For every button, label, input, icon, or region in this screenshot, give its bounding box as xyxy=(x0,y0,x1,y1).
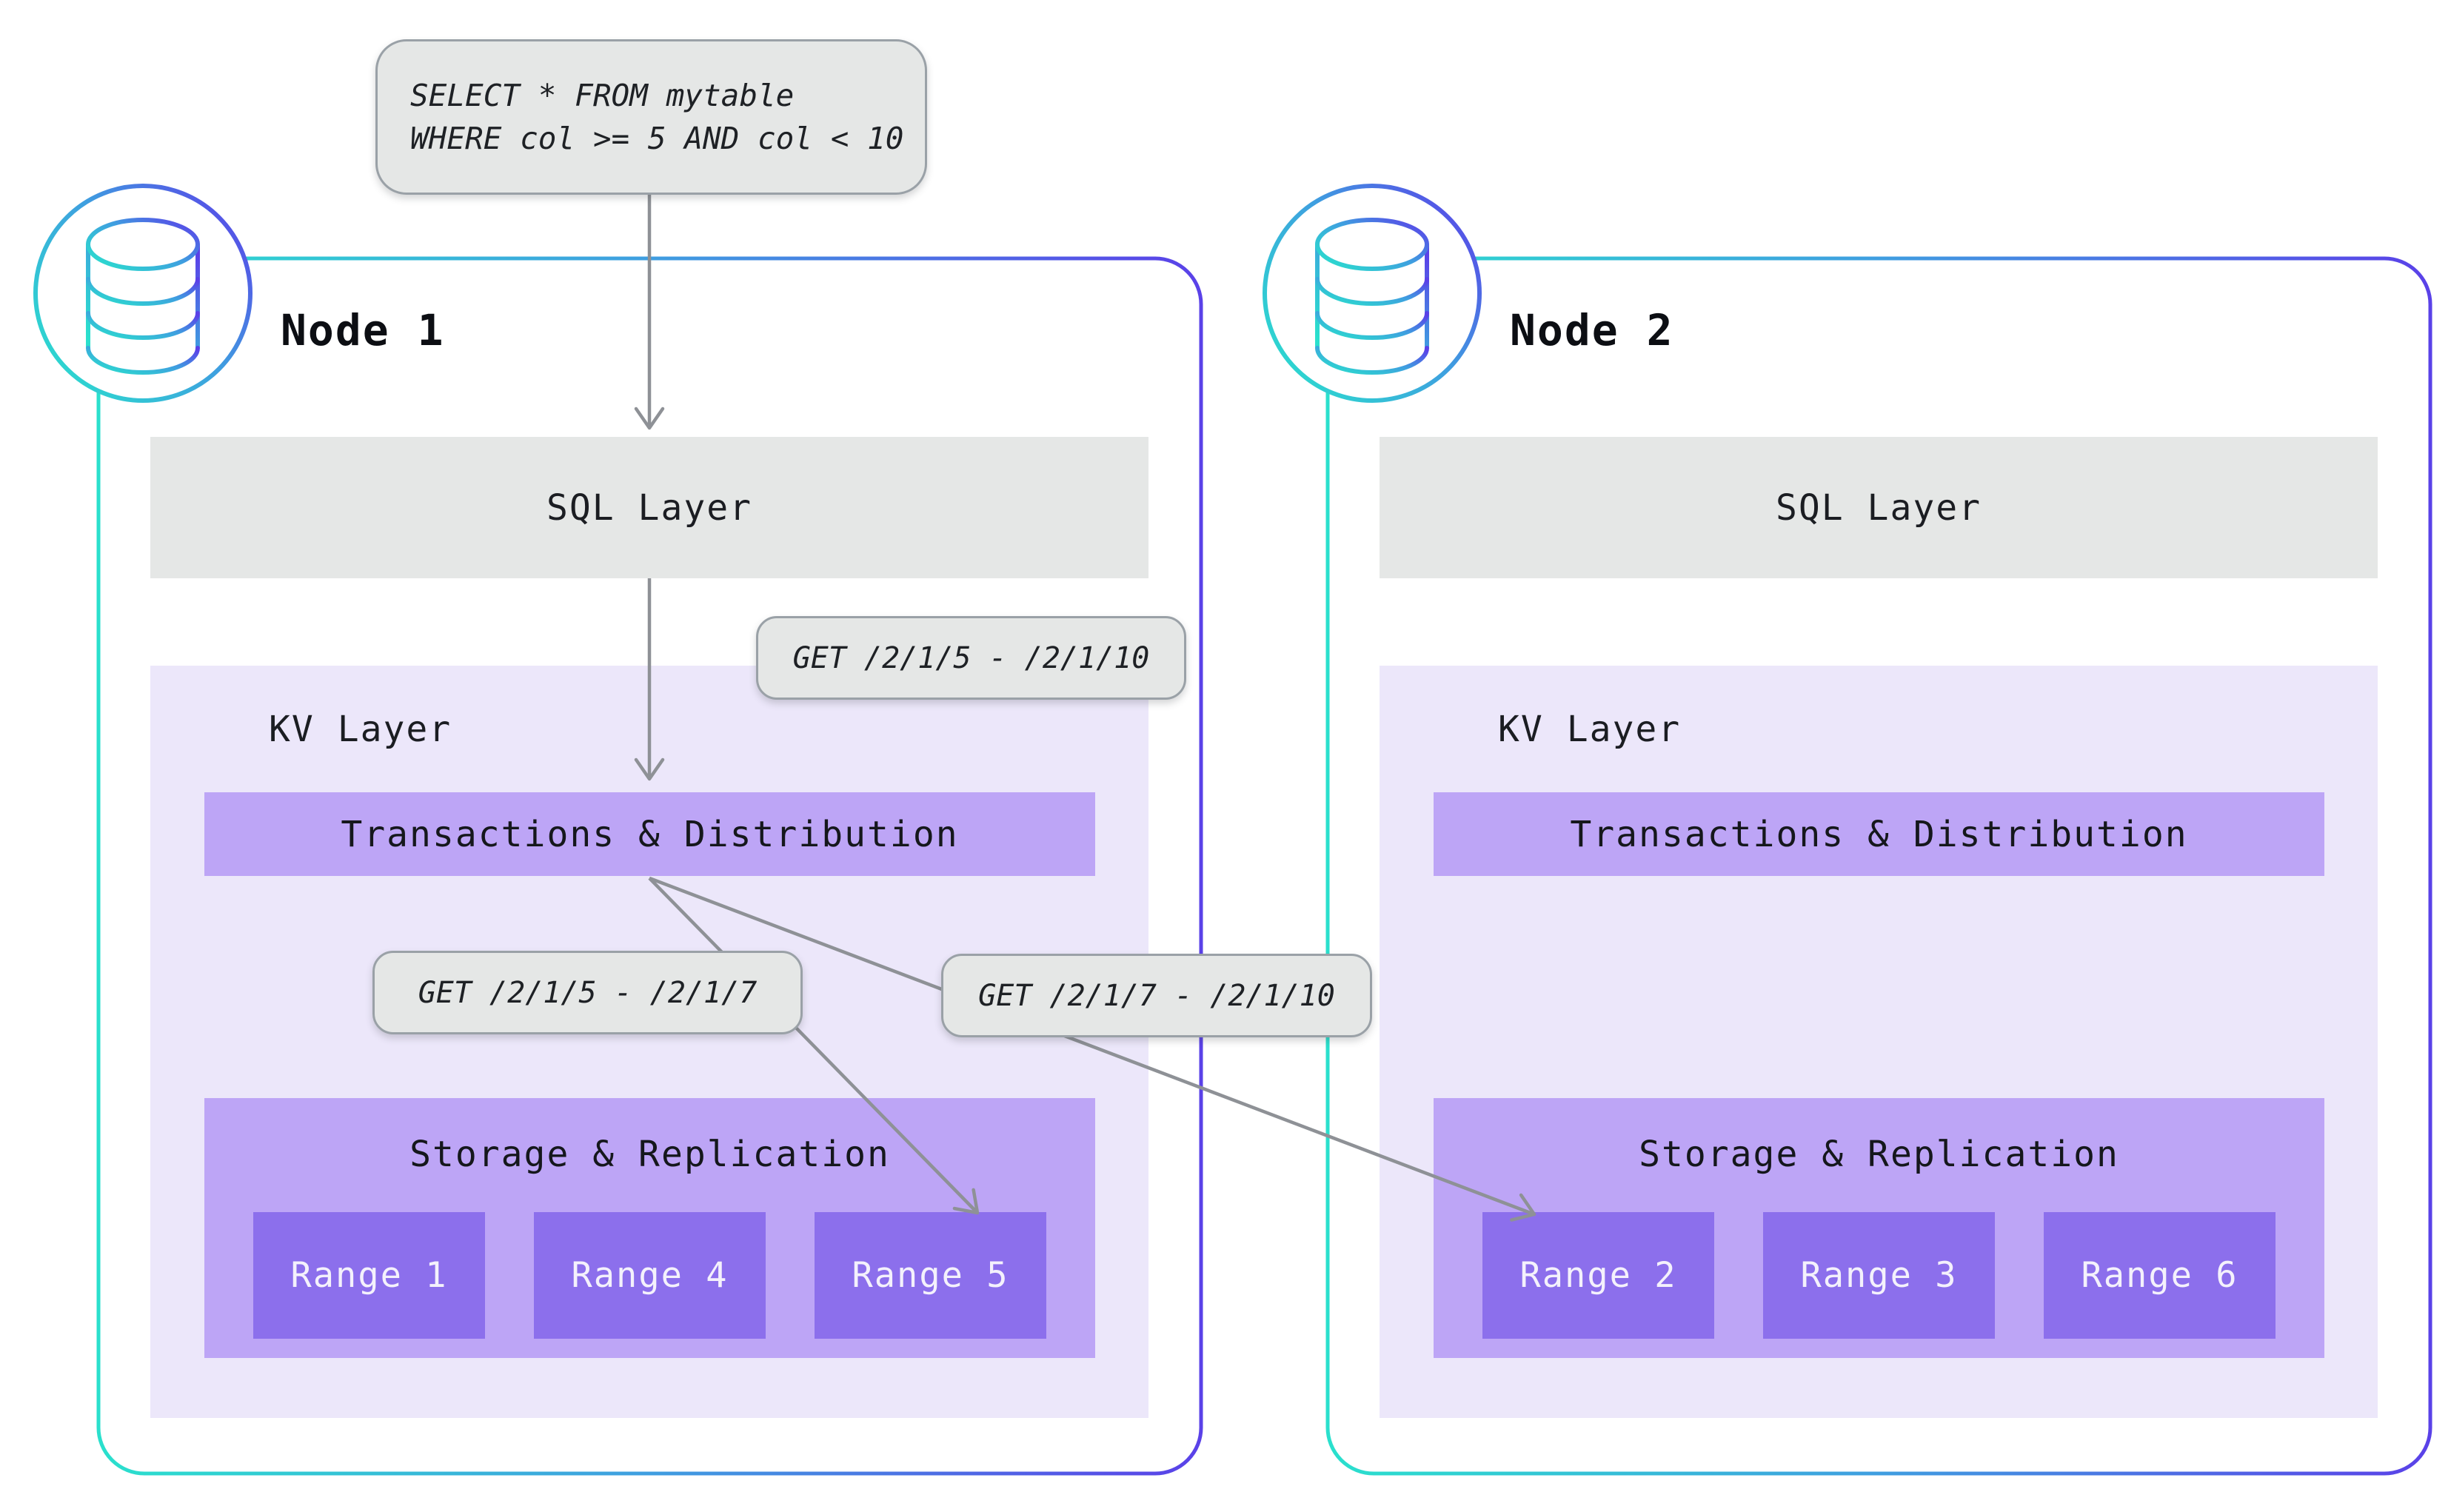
transactions-label: Transactions & Distribution xyxy=(341,813,959,855)
node-1-kv-layer: KV Layer Transactions & Distribution Sto… xyxy=(150,666,1148,1418)
node-1-sql-layer: SQL Layer xyxy=(150,437,1148,578)
node-2-storage-bar: Storage & Replication Range 2 Range 3 Ra… xyxy=(1434,1098,2324,1358)
sql-layer-label: SQL Layer xyxy=(1775,486,1982,529)
get-request-label: GET /2/1/5 - /2/1/7 xyxy=(372,951,803,1034)
node-1-transactions-bar: Transactions & Distribution xyxy=(204,792,1095,876)
transactions-label: Transactions & Distribution xyxy=(1570,813,2188,855)
node-2-sql-layer: SQL Layer xyxy=(1380,437,2378,578)
range-box: Range 1 xyxy=(253,1212,485,1339)
node-1-container: SQL Layer KV Layer Transactions & Distri… xyxy=(98,258,1201,1473)
node-1-storage-bar: Storage & Replication Range 1 Range 4 Ra… xyxy=(204,1098,1095,1358)
range-box: Range 4 xyxy=(534,1212,766,1339)
node-2-title: Node 2 xyxy=(1510,305,1674,355)
node-1-title: Node 1 xyxy=(281,305,445,355)
node-2-container: SQL Layer KV Layer Transactions & Distri… xyxy=(1328,258,2430,1473)
sql-layer-label: SQL Layer xyxy=(546,486,753,529)
query-line: SELECT * FROM mytable xyxy=(410,78,795,113)
kv-layer-label: KV Layer xyxy=(269,709,452,750)
kv-layer-label: KV Layer xyxy=(1498,709,1682,750)
range-box: Range 2 xyxy=(1482,1212,1714,1339)
storage-label: Storage & Replication xyxy=(409,1134,890,1175)
storage-label: Storage & Replication xyxy=(1639,1134,2119,1175)
range-box: Range 3 xyxy=(1763,1212,1995,1339)
query-line: WHERE col >= 5 AND col < 10 xyxy=(410,121,904,156)
range-box: Range 6 xyxy=(2044,1212,2276,1339)
get-request-label: GET /2/1/7 - /2/1/10 xyxy=(941,954,1372,1037)
range-box: Range 5 xyxy=(815,1212,1046,1339)
node-2-transactions-bar: Transactions & Distribution xyxy=(1434,792,2324,876)
get-request-label: GET /2/1/5 - /2/1/10 xyxy=(756,616,1186,700)
sql-query-label: SELECT * FROM mytable WHERE col >= 5 AND… xyxy=(375,39,927,195)
node-2-kv-layer: KV Layer Transactions & Distribution Sto… xyxy=(1380,666,2378,1418)
